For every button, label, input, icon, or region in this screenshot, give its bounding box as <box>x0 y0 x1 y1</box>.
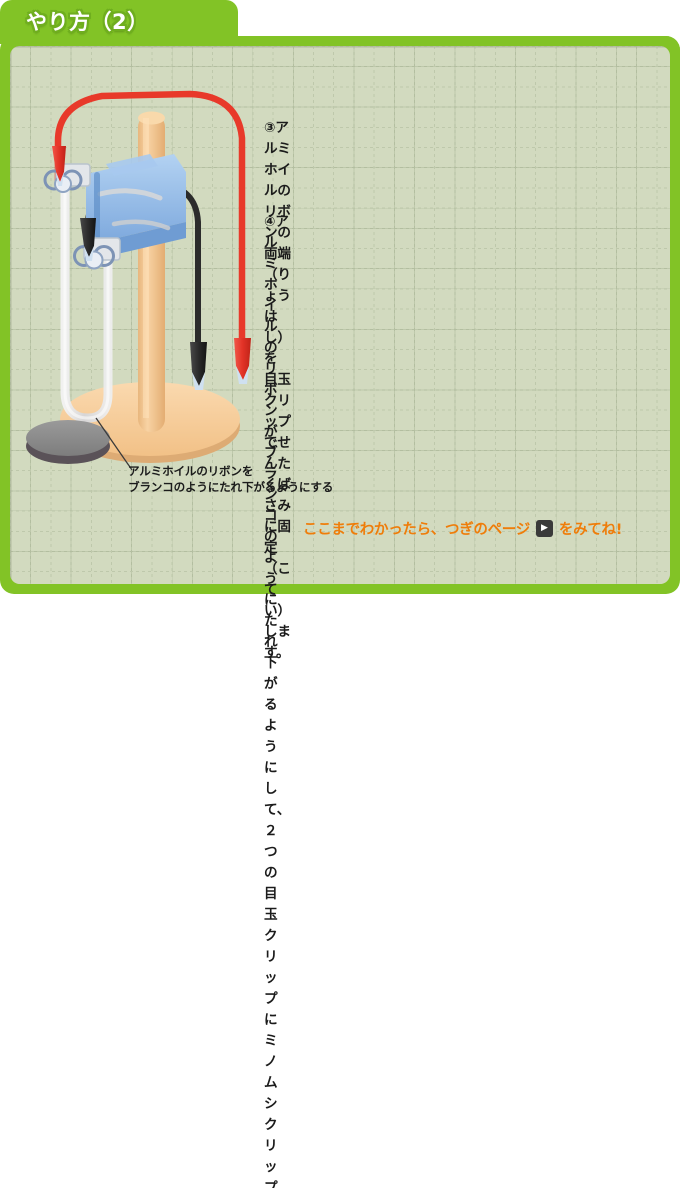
next-page-text-before: ここまでわかったら、つぎのページ <box>303 522 530 538</box>
clothespin <box>86 154 186 258</box>
illustration-caption: アルミホイルのリボンを ブランコのようにたれ下がるようにする <box>128 464 334 494</box>
alligator-clip-black-lower <box>190 342 207 390</box>
experiment-illustration <box>10 46 310 496</box>
next-page-arrow-icon[interactable]: ▶ <box>535 520 553 537</box>
red-wire <box>54 90 246 350</box>
next-page-text-after: をみてね! <box>558 522 623 538</box>
alligator-clip-red-upper <box>52 146 66 186</box>
page-title: やり方（2） <box>26 10 149 34</box>
magnet-disc <box>26 420 110 464</box>
binder-clip-upper <box>43 163 91 193</box>
binder-clip-lower <box>73 237 121 270</box>
alligator-clip-red-lower <box>234 338 251 384</box>
aluminum-foil-ribbon <box>60 171 113 423</box>
alligator-clip-black-upper <box>80 218 96 261</box>
caption-leader-line <box>95 417 133 471</box>
next-page-prompt: ここまでわかったら、つぎのページ ▶ をみてね! <box>303 518 622 539</box>
instruction-step-4: ④アルミホイルのリボンがブランコのように たれ下がるようにして、 ２つの目玉クリ… <box>264 214 291 1188</box>
